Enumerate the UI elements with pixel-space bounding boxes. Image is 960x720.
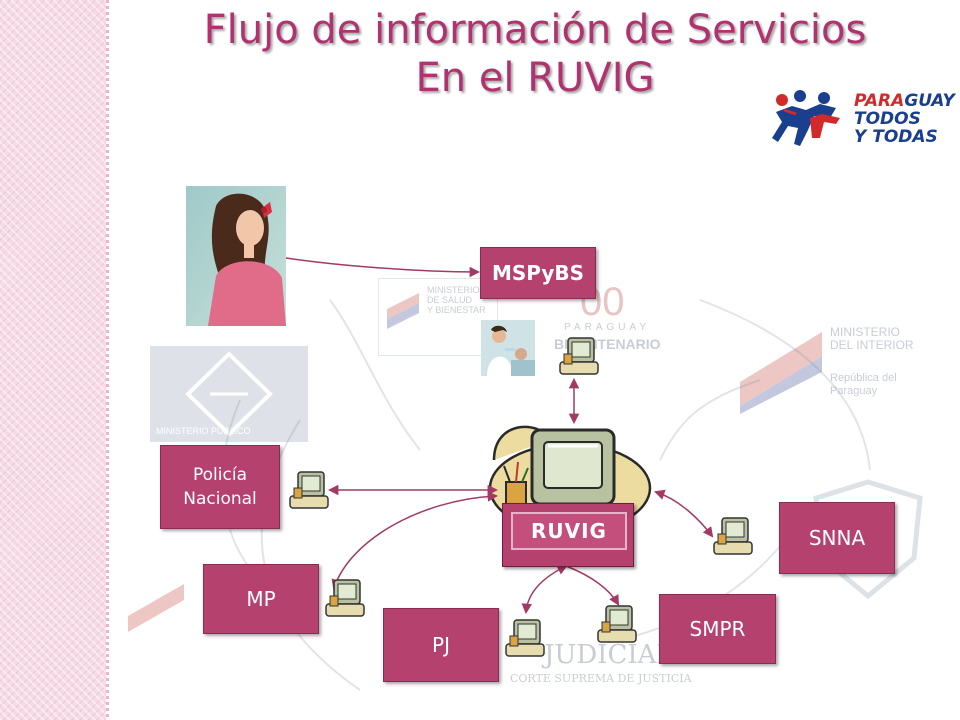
watermark-ministerio-publico: MINISTERIO PUBLICO bbox=[150, 346, 308, 442]
flag-icon bbox=[128, 584, 184, 632]
slide-title: Flujo de información de Servicios En el … bbox=[110, 6, 960, 102]
watermark-judicial: JUDICIAL CORTE SUPREMA DE JUSTICIA bbox=[418, 626, 734, 696]
side-band-edge bbox=[106, 0, 109, 720]
watermark-ministerio-salud: MINISTERIO DE SALUD Y BIENESTAR bbox=[378, 278, 498, 356]
node-snna: SNNA bbox=[779, 502, 895, 574]
computer-icon bbox=[559, 337, 599, 375]
node-mspybs-label: MSPyBS bbox=[491, 261, 585, 285]
node-ruvig-label: RUVIG bbox=[531, 519, 607, 543]
flag-icon bbox=[387, 293, 419, 329]
computer-icon bbox=[289, 471, 329, 509]
logo-y-todas: Y TODAS bbox=[854, 127, 938, 147]
wm-corte: CORTE SUPREMA DE JUSTICIA bbox=[510, 672, 692, 685]
node-pj-label: PJ bbox=[432, 633, 450, 657]
wm-interior-1: MINISTERIO bbox=[830, 325, 901, 339]
title-line-2: En el RUVIG bbox=[415, 55, 655, 101]
doctor-photo bbox=[481, 320, 535, 376]
wm-republica-1: República del bbox=[830, 372, 897, 384]
logo-guay: GUAY bbox=[904, 91, 955, 111]
arrow-mp-ruvig bbox=[331, 491, 499, 590]
paraguay-logo bbox=[772, 90, 840, 146]
arrow-ruvig-snna bbox=[654, 489, 714, 538]
node-mp-label: MP bbox=[246, 587, 276, 611]
node-ruvig-label-box: RUVIG bbox=[511, 512, 627, 550]
node-mp: MP bbox=[203, 564, 319, 634]
shield-icon bbox=[813, 479, 923, 600]
title-line-1: Flujo de información de Servicios bbox=[203, 7, 867, 53]
node-snna-label: SNNA bbox=[808, 526, 866, 550]
wm-salud-1: MINISTERIO bbox=[427, 285, 480, 295]
wm-paraguay: PARAGUAY bbox=[564, 322, 651, 333]
computer-icon bbox=[597, 605, 637, 643]
node-policia-line2: Nacional bbox=[183, 489, 257, 509]
logo-para: PARA bbox=[854, 91, 905, 111]
arrow-ruvig-pj bbox=[521, 565, 568, 615]
arrow-woman-to-mspybs bbox=[285, 257, 481, 278]
wm-judicial: JUDICIAL bbox=[544, 640, 674, 670]
woman-illustration bbox=[186, 186, 286, 326]
node-pj: PJ bbox=[383, 608, 499, 682]
watermark-flag-left bbox=[124, 566, 204, 636]
logo-todos: TODOS bbox=[854, 109, 921, 129]
wm-salud-2: DE SALUD bbox=[427, 295, 473, 305]
node-policia-line1: Policía bbox=[193, 465, 247, 485]
wm-salud-3: Y BIENESTAR bbox=[427, 305, 486, 315]
flag-icon bbox=[740, 332, 822, 414]
watermark-ministerio-interior: MINISTERIO DEL INTERIOR República del Pa… bbox=[734, 322, 934, 414]
node-policia-nacional: Policía Nacional bbox=[160, 445, 280, 529]
decorative-side-band bbox=[0, 0, 106, 720]
node-smpr: SMPR bbox=[659, 594, 776, 664]
arrow-ruvig-smpr bbox=[565, 565, 620, 606]
computer-icon bbox=[505, 619, 545, 657]
paraguay-logo-text: PARAGUAY TODOS Y TODAS bbox=[854, 92, 955, 146]
computer-icon bbox=[325, 579, 365, 617]
computer-icon bbox=[713, 517, 753, 555]
watermark-bicentenario: 00 PARAGUAY BICENTENARIO bbox=[554, 280, 661, 352]
wm-republica-2: Paraguay bbox=[830, 385, 878, 397]
wm-ministerio-publico: MINISTERIO PUBLICO bbox=[156, 426, 251, 436]
node-mspybs: MSPyBS bbox=[480, 247, 596, 299]
scales-emblem-icon bbox=[185, 351, 273, 437]
node-smpr-label: SMPR bbox=[689, 617, 746, 641]
wm-interior-2: DEL INTERIOR bbox=[830, 338, 914, 352]
node-ruvig: RUVIG bbox=[502, 503, 634, 567]
watermark-shield bbox=[810, 478, 926, 600]
